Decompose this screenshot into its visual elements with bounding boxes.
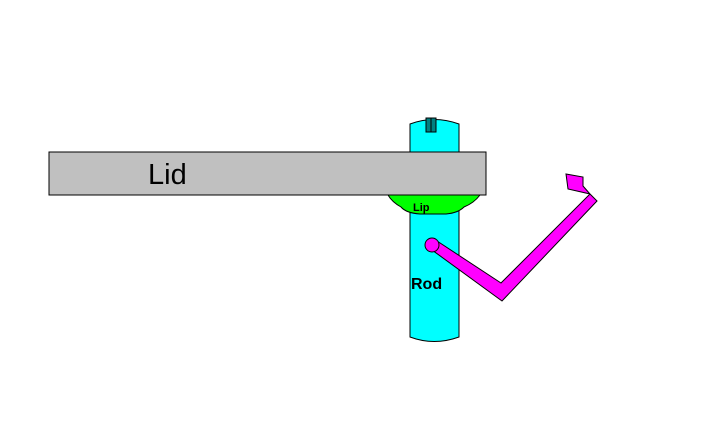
lip-label: Lip (413, 202, 430, 214)
lid-slab (48, 151, 487, 196)
lever-pivot-knob (424, 237, 440, 253)
lid-label: Lid (148, 159, 187, 191)
lever-arm (431, 173, 598, 302)
rod-label: Rod (411, 276, 442, 293)
lip-collar (387, 194, 482, 215)
